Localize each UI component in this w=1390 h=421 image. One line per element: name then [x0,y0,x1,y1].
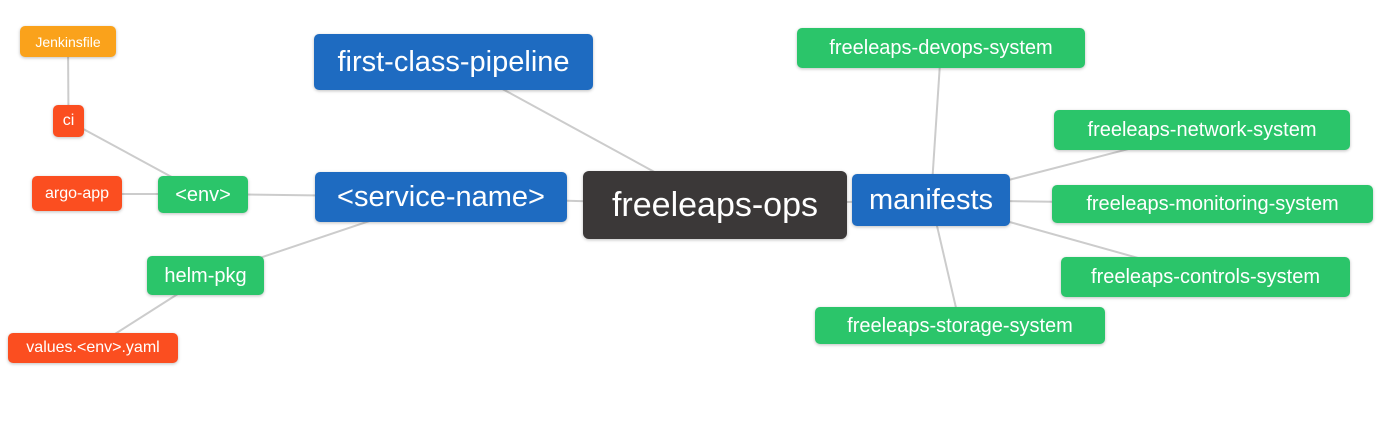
node-env[interactable]: <env> [158,176,248,213]
node-manifests[interactable]: manifests [852,174,1010,226]
node-freeleaps-network-system[interactable]: freeleaps-network-system [1054,110,1350,150]
node-helm-pkg[interactable]: helm-pkg [147,256,264,295]
node-ci[interactable]: ci [53,105,84,137]
node-freeleaps-devops-system[interactable]: freeleaps-devops-system [797,28,1085,68]
node-freeleaps-controls-system[interactable]: freeleaps-controls-system [1061,257,1350,297]
node-jenkinsfile[interactable]: Jenkinsfile [20,26,116,57]
node-argo-app[interactable]: argo-app [32,176,122,211]
node-service-name[interactable]: <service-name> [315,172,567,222]
node-freeleaps-monitoring-system[interactable]: freeleaps-monitoring-system [1052,185,1373,223]
node-first-class-pipeline[interactable]: first-class-pipeline [314,34,593,90]
node-freeleaps-storage-system[interactable]: freeleaps-storage-system [815,307,1105,344]
node-root-freeleaps-ops[interactable]: freeleaps-ops [583,171,847,239]
node-values-env-yaml[interactable]: values.<env>.yaml [8,333,178,363]
